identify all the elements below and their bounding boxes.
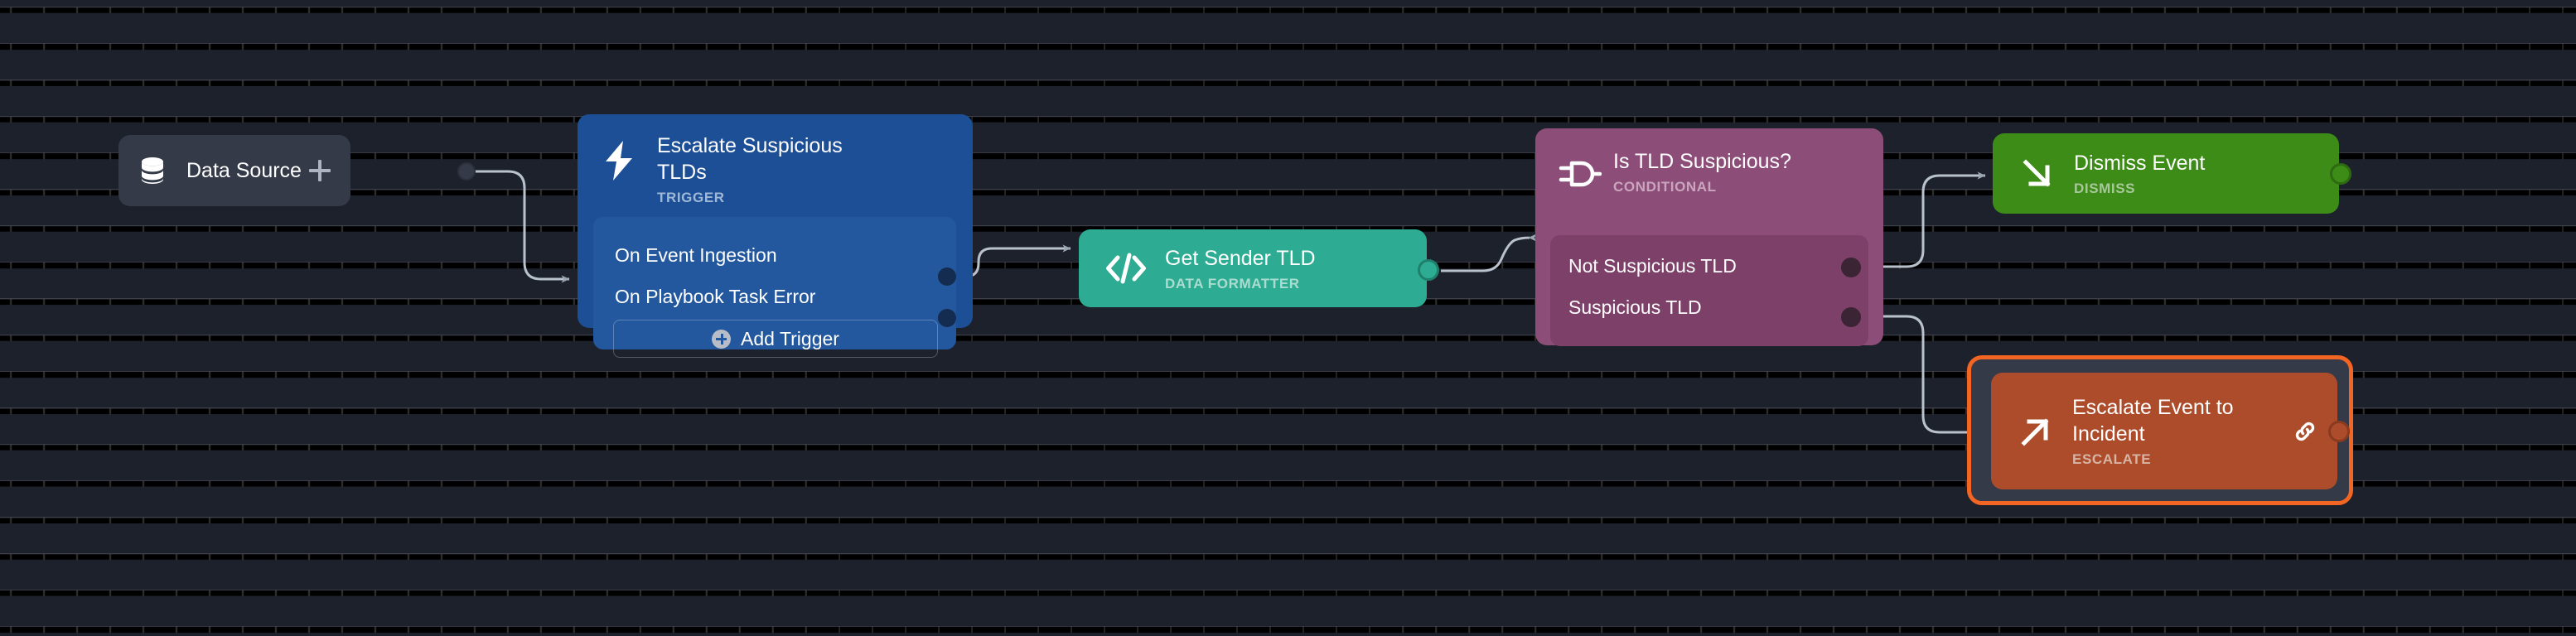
escalate-title: Escalate Event to Incident [2072, 396, 2234, 446]
trigger-rows-panel: On Event Ingestion On Playbook Task Erro… [593, 217, 956, 358]
node-escalate-to-incident[interactable]: Escalate Event to Incident ESCALATE [1991, 373, 2337, 489]
logic-gate-icon [1559, 155, 1602, 198]
escalate-output-port[interactable] [2328, 421, 2350, 442]
node-conditional-header[interactable]: Is TLD Suspicious? CONDITIONAL [1535, 128, 1883, 234]
dismiss-title: Dismiss Event [2074, 152, 2206, 175]
dismiss-output-port[interactable] [2330, 163, 2351, 185]
node-dismiss-event[interactable]: Dismiss Event DISMISS [1993, 133, 2339, 214]
conditional-subtitle: CONDITIONAL [1613, 179, 1717, 195]
plus-circle-icon [712, 329, 732, 349]
data-source-output-port[interactable] [457, 162, 476, 181]
trigger-row-on-playbook-task-error[interactable]: On Playbook Task Error [615, 286, 816, 307]
dismiss-subtitle: DISMISS [2074, 181, 2136, 196]
formatter-output-port[interactable] [1418, 259, 1439, 281]
escalate-subtitle: ESCALATE [2072, 451, 2152, 467]
data-source-label: Data Source [186, 158, 302, 182]
conditional-output-port-not-suspicious[interactable] [1841, 258, 1861, 277]
node-data-source[interactable]: Data Source [118, 135, 350, 206]
trigger-subtitle: TRIGGER [657, 190, 725, 205]
node-trigger-header[interactable]: Escalate Suspicious TLDs TRIGGER [578, 114, 973, 220]
arrow-down-right-icon [2019, 156, 2056, 192]
trigger-output-port-on-playbook-task-error[interactable] [938, 309, 956, 327]
conditional-row-not-suspicious-tld[interactable]: Not Suspicious TLD [1568, 255, 1737, 277]
conditional-row-suspicious-tld[interactable]: Suspicious TLD [1568, 296, 1702, 318]
node-data-formatter[interactable]: Get Sender TLD DATA FORMATTER [1079, 229, 1427, 307]
add-trigger-button[interactable]: Add Trigger [613, 320, 938, 358]
add-data-source-plus-icon[interactable] [309, 160, 331, 181]
add-trigger-label: Add Trigger [741, 327, 839, 349]
edge-datasource-to-trigger [466, 170, 570, 283]
conditional-title: Is TLD Suspicious? [1613, 150, 1791, 173]
conditional-rows-panel: Not Suspicious TLD Suspicious TLD [1550, 235, 1868, 346]
lightning-bolt-icon [601, 139, 639, 182]
conditional-output-port-suspicious[interactable] [1841, 307, 1861, 327]
edge-formatter-to-conditional [1441, 234, 1537, 272]
arrow-up-right-icon [2018, 413, 2054, 450]
trigger-output-port-on-event-ingestion[interactable] [938, 267, 956, 286]
code-brackets-icon [1105, 250, 1147, 287]
trigger-row-on-event-ingestion[interactable]: On Event Ingestion [615, 244, 777, 266]
formatter-subtitle: DATA FORMATTER [1165, 275, 1300, 292]
database-icon [140, 157, 165, 185]
trigger-title: Escalate Suspicious TLDs [657, 134, 843, 184]
link-icon[interactable] [2293, 419, 2317, 444]
formatter-title: Get Sender TLD [1165, 246, 1316, 270]
